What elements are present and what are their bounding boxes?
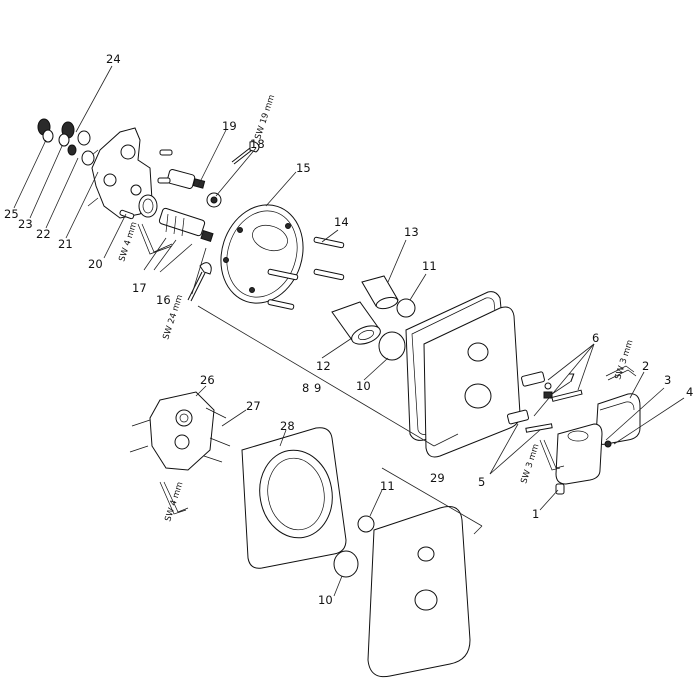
adapter-5 bbox=[507, 409, 553, 433]
tool-label-sw19: SW 19 mm bbox=[253, 94, 277, 141]
handle-3 bbox=[555, 423, 603, 485]
shutoff-cartridge bbox=[166, 169, 222, 208]
inlet-fittings bbox=[37, 118, 95, 166]
tool-label-sw3-lower: SW 3 mm bbox=[519, 443, 541, 485]
label-17: 17 bbox=[132, 281, 147, 295]
small-screws bbox=[119, 149, 173, 220]
label-27: 27 bbox=[246, 399, 261, 413]
label-10-upper: 10 bbox=[356, 379, 371, 393]
label-20: 20 bbox=[88, 257, 103, 271]
label-15: 15 bbox=[296, 161, 311, 175]
label-11-upper: 11 bbox=[422, 259, 437, 273]
label-7: 7 bbox=[568, 371, 575, 385]
label-22: 22 bbox=[36, 227, 51, 241]
wrench-sw19-icon bbox=[231, 141, 260, 165]
allen-key-sw4-b-icon bbox=[159, 481, 189, 515]
label-10-lower: 10 bbox=[318, 593, 333, 607]
label-25: 25 bbox=[4, 207, 19, 221]
label-24: 24 bbox=[106, 52, 121, 66]
label-14: 14 bbox=[334, 215, 349, 229]
o-ring-10 bbox=[378, 331, 406, 361]
allen-key-sw4-icon bbox=[137, 223, 173, 255]
label-19: 19 bbox=[222, 119, 237, 133]
label-3: 3 bbox=[664, 373, 671, 387]
tool-label-sw3-upper: SW 3 mm bbox=[613, 339, 635, 381]
mounting-plate bbox=[220, 204, 304, 304]
label-5: 5 bbox=[478, 475, 485, 489]
screw-7 bbox=[543, 389, 583, 402]
label-2: 2 bbox=[642, 359, 649, 373]
label-21: 21 bbox=[58, 237, 73, 251]
leader-lines bbox=[13, 65, 685, 597]
thermostat-cartridge bbox=[158, 207, 214, 242]
adapter-6 bbox=[521, 371, 552, 390]
label-1: 1 bbox=[532, 507, 539, 521]
rough-body-26 bbox=[129, 391, 231, 471]
label-26: 26 bbox=[200, 373, 215, 387]
mounting-screws bbox=[267, 236, 345, 310]
pin-1 bbox=[555, 483, 565, 495]
allen-key-sw3-a-icon bbox=[605, 365, 637, 381]
label-9: 9 bbox=[314, 381, 321, 395]
label-29: 29 bbox=[430, 471, 445, 485]
cover-plate-29 bbox=[367, 506, 471, 678]
wrench-sw24-icon bbox=[187, 262, 212, 302]
tool-label-sw4-upper: SW 4 mm bbox=[117, 221, 139, 263]
part-numbers: 24 25 23 22 21 20 19 18 17 16 15 14 13 1… bbox=[4, 52, 693, 607]
set-screw-4 bbox=[604, 440, 612, 448]
label-13: 13 bbox=[404, 225, 419, 239]
label-18: 18 bbox=[250, 137, 265, 151]
extension-sleeve-12 bbox=[331, 301, 381, 345]
label-6: 6 bbox=[592, 331, 599, 345]
handle-2 bbox=[595, 393, 641, 445]
label-11-lower: 11 bbox=[380, 479, 395, 493]
o-ring-10-lower bbox=[333, 550, 359, 578]
o-ring-11-lower bbox=[357, 515, 375, 533]
trim-frame-28 bbox=[241, 427, 347, 569]
extension-sleeve-13 bbox=[361, 275, 399, 310]
o-ring-11 bbox=[396, 298, 416, 318]
label-28: 28 bbox=[280, 419, 295, 433]
allen-key-sw3-b-icon bbox=[539, 439, 565, 471]
label-23: 23 bbox=[18, 217, 33, 231]
cover-plate bbox=[423, 306, 521, 458]
label-16: 16 bbox=[156, 293, 171, 307]
label-4: 4 bbox=[686, 385, 693, 399]
label-8: 8 bbox=[302, 381, 309, 395]
label-12: 12 bbox=[316, 359, 331, 373]
